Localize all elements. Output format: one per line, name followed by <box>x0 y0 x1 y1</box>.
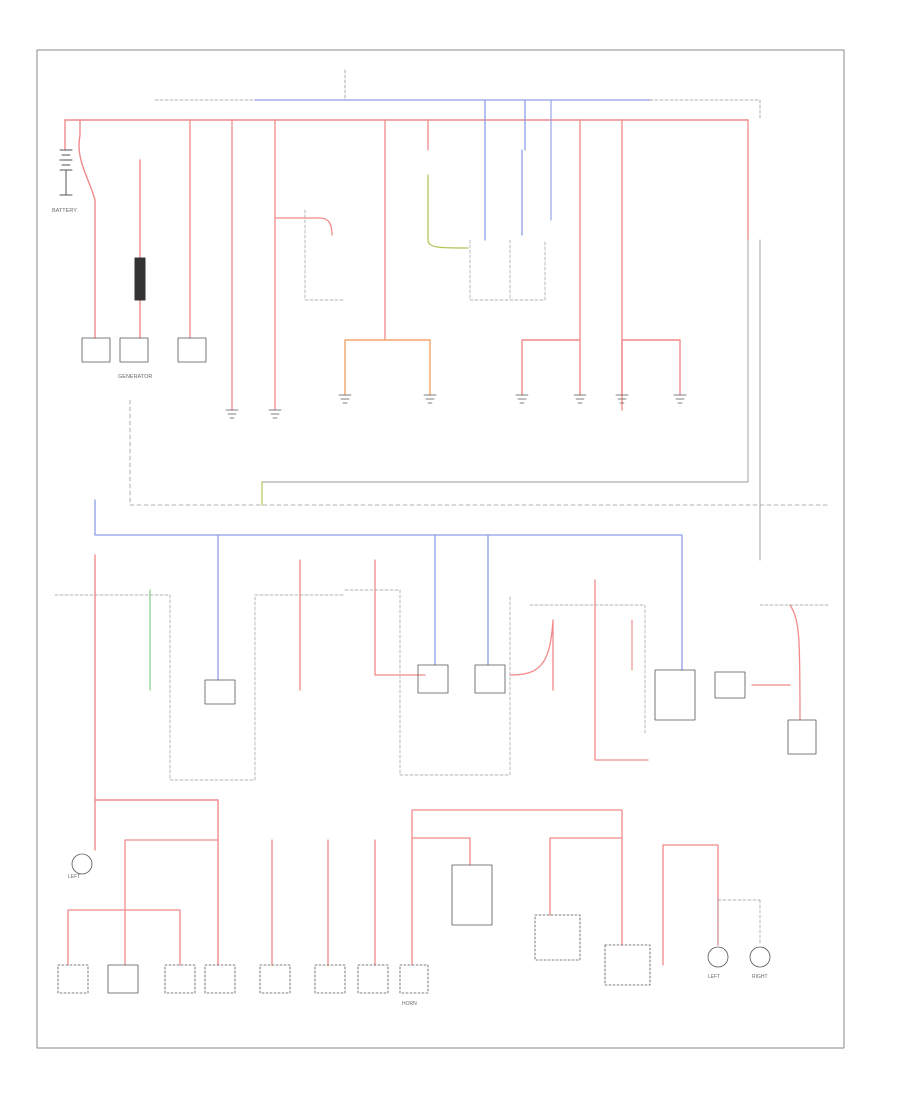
component-box-1 <box>81 337 111 363</box>
component-box-6 <box>474 664 506 694</box>
generator-label: GENERATOR <box>118 374 152 380</box>
bottom-power-bus <box>94 799 219 966</box>
component-box-5 <box>417 664 449 694</box>
component-box-bottom <box>451 864 493 926</box>
component-box-2 <box>119 337 149 363</box>
diagram-labels: BATTERY GENERATOR LEFT LEFT RIGHT HORN <box>52 208 768 1007</box>
middle-signal-bus <box>94 499 683 671</box>
lamp-left-label: LEFT <box>68 874 80 880</box>
component-box-7 <box>654 669 696 721</box>
lamp-right <box>749 946 771 968</box>
component-box-3 <box>177 337 207 363</box>
component-box-9 <box>787 719 817 755</box>
component-box-4 <box>204 679 236 705</box>
diagram-frame <box>36 49 845 1049</box>
battery-label: BATTERY <box>52 208 77 214</box>
lamp-left-bottom <box>71 853 93 875</box>
lamp-right-bottom-label: RIGHT <box>752 974 768 980</box>
lamp-left <box>707 946 729 968</box>
ground-symbols-top <box>225 394 687 419</box>
component-box-8 <box>714 671 746 699</box>
battery-symbol <box>59 149 73 196</box>
horn-label: HORN <box>402 1001 417 1007</box>
lamp-left-bottom-label: LEFT <box>708 974 720 980</box>
